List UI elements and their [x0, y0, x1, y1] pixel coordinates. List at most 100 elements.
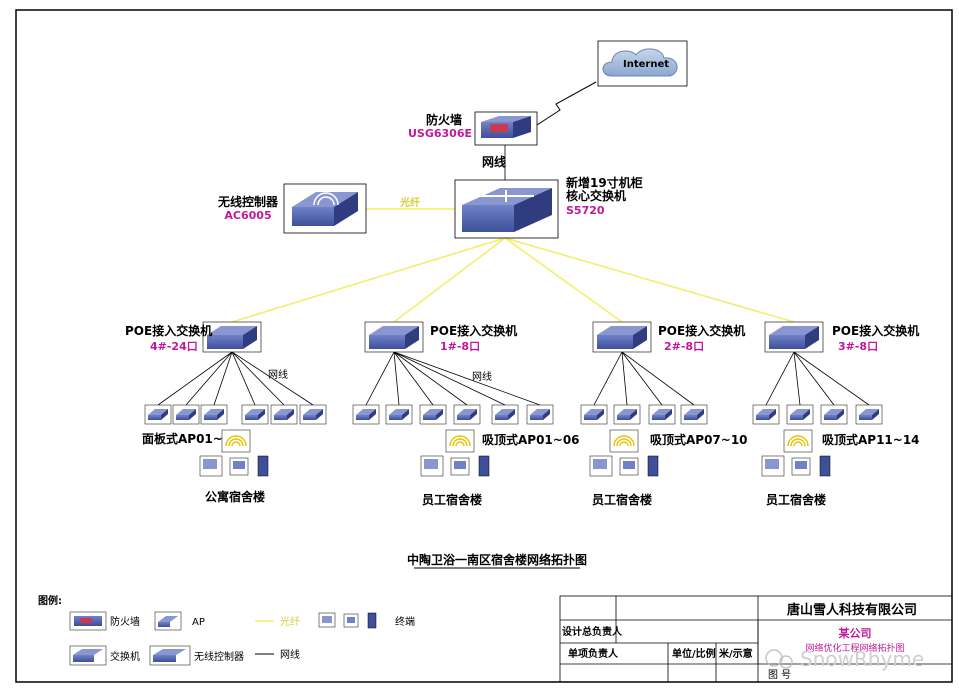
building-4-label: 员工宿舍楼 [766, 492, 826, 507]
terminal-group [761, 455, 831, 477]
laptop-icon [450, 457, 470, 476]
fiber-links [231, 208, 795, 323]
ap-icon [752, 404, 780, 425]
diagram-title: 中陶卫浴一南区宿舍楼网络拓扑图 [407, 552, 587, 567]
ap-icon [419, 404, 447, 425]
firewall-icon [474, 111, 538, 146]
ap-icon [491, 404, 519, 425]
laptop-icon [229, 457, 249, 476]
terminal-icons [199, 455, 831, 477]
design-lead: 设计总负责人 [562, 625, 623, 638]
poe-1-name: POE接入交换机 [125, 323, 212, 338]
wlc-model: AC6005 [224, 209, 271, 222]
legend-fiber: 光纤 [280, 615, 300, 628]
terminal-group [589, 455, 659, 477]
core-line1: 新增19寸机柜 [566, 175, 643, 190]
poe-1-port: 4#-24口 [150, 340, 198, 353]
poe-2-name: POE接入交换机 [430, 323, 517, 338]
phone-icon [257, 455, 269, 477]
core-switch-icon [454, 179, 559, 239]
internet-cloud-icon: Internet [597, 40, 688, 87]
poe-switch-4-icon [764, 321, 824, 353]
ap-icon [580, 404, 608, 425]
legend-firewall: 防火墙 [110, 615, 140, 628]
ap-group-1-label: 面板式AP01~13 [142, 431, 240, 446]
legend-firewall-icon [69, 611, 107, 631]
wlc-name: 无线控制器 [217, 194, 279, 209]
ap-row [144, 404, 883, 425]
poe-1-link-label: 网线 [268, 368, 288, 381]
drawing-frame [15, 9, 953, 683]
client-name: 某公司 [838, 626, 872, 640]
core-line2: 核心交换机 [566, 188, 626, 203]
building-3-label: 员工宿舍楼 [592, 492, 652, 507]
ap-icon [200, 404, 228, 425]
unit-value: 米/示意 [719, 647, 753, 660]
terminal-group [199, 455, 269, 477]
title-block [559, 595, 953, 683]
legend: 图例: 防火墙 AP 光纤 终端 交换机 无线控制器 网 [38, 594, 415, 666]
wifi-signal-icon [783, 429, 813, 453]
ap-group-3-label: 吸顶式AP07~10 [650, 432, 748, 447]
ap-icon [680, 404, 708, 425]
wifi-signal-icon [221, 429, 251, 453]
phone-icon [647, 455, 659, 477]
legend-ap-icon [154, 611, 182, 631]
building-2-label: 员工宿舍楼 [422, 492, 482, 507]
poe-3-name: POE接入交换机 [658, 323, 745, 338]
desktop-pc-icon [589, 455, 613, 477]
building-1-label: 公寓宿舍楼 [205, 489, 265, 504]
poe-3-port: 2#-8口 [664, 340, 704, 353]
core-model: S5720 [566, 204, 605, 217]
watermark-logo-icon [765, 649, 793, 669]
poe-4-name: POE接入交换机 [832, 323, 919, 338]
ap-icon [613, 404, 641, 425]
firewall-name: 防火墙 [426, 112, 462, 127]
legend-switch-icon [69, 645, 107, 666]
laptop-icon [619, 457, 639, 476]
company-name: 唐山雪人科技有限公司 [787, 602, 917, 618]
wifi-badges [221, 429, 813, 453]
poe-switch-1-icon [202, 321, 262, 353]
wireless-controller-icon [283, 183, 367, 234]
ap-icon [241, 404, 269, 425]
poe-switch-2-icon [364, 321, 424, 353]
terminal-group [420, 455, 490, 477]
legend-ap: AP [192, 617, 205, 628]
poe-4-port: 3#-8口 [838, 340, 878, 353]
wifi-signal-icon [445, 429, 475, 453]
project-name: 网络优化工程网络拓扑图 [805, 642, 904, 654]
cable-links [157, 81, 870, 406]
ap-icon [144, 404, 172, 425]
project-lead: 单项负责人 [568, 647, 619, 660]
ap-icon [526, 404, 554, 425]
ap-icon [299, 404, 327, 425]
legend-cable: 网线 [280, 648, 300, 661]
legend-heading: 图例: [38, 594, 62, 607]
legend-switch: 交换机 [110, 650, 140, 663]
wifi-signal-icon [609, 429, 639, 453]
legend-wlc: 无线控制器 [194, 650, 244, 663]
legend-terminal: 终端 [395, 615, 415, 628]
ap-icon [352, 404, 380, 425]
poe-2-port: 1#-8口 [440, 340, 480, 353]
drawing-number: 图 号 [768, 669, 791, 681]
desktop-pc-icon [199, 455, 223, 477]
poe-switch-3-icon [592, 321, 652, 353]
ap-icon [385, 404, 413, 425]
wlc-link-label: 光纤 [399, 196, 420, 209]
phone-icon [819, 455, 831, 477]
phone-icon [478, 455, 490, 477]
ap-icon [172, 404, 200, 425]
ap-icon [648, 404, 676, 425]
ap-group-2-label: 吸顶式AP01~06 [482, 432, 580, 447]
desktop-pc-icon [761, 455, 785, 477]
ap-icon [270, 404, 298, 425]
laptop-icon [791, 457, 811, 476]
ap-icon [855, 404, 883, 425]
unit-scale: 单位/比例 [672, 647, 716, 660]
firewall-model: USG6306E [408, 127, 472, 140]
ap-group-4-label: 吸顶式AP11~14 [822, 432, 920, 447]
poe-2-link-label: 网线 [472, 370, 492, 383]
